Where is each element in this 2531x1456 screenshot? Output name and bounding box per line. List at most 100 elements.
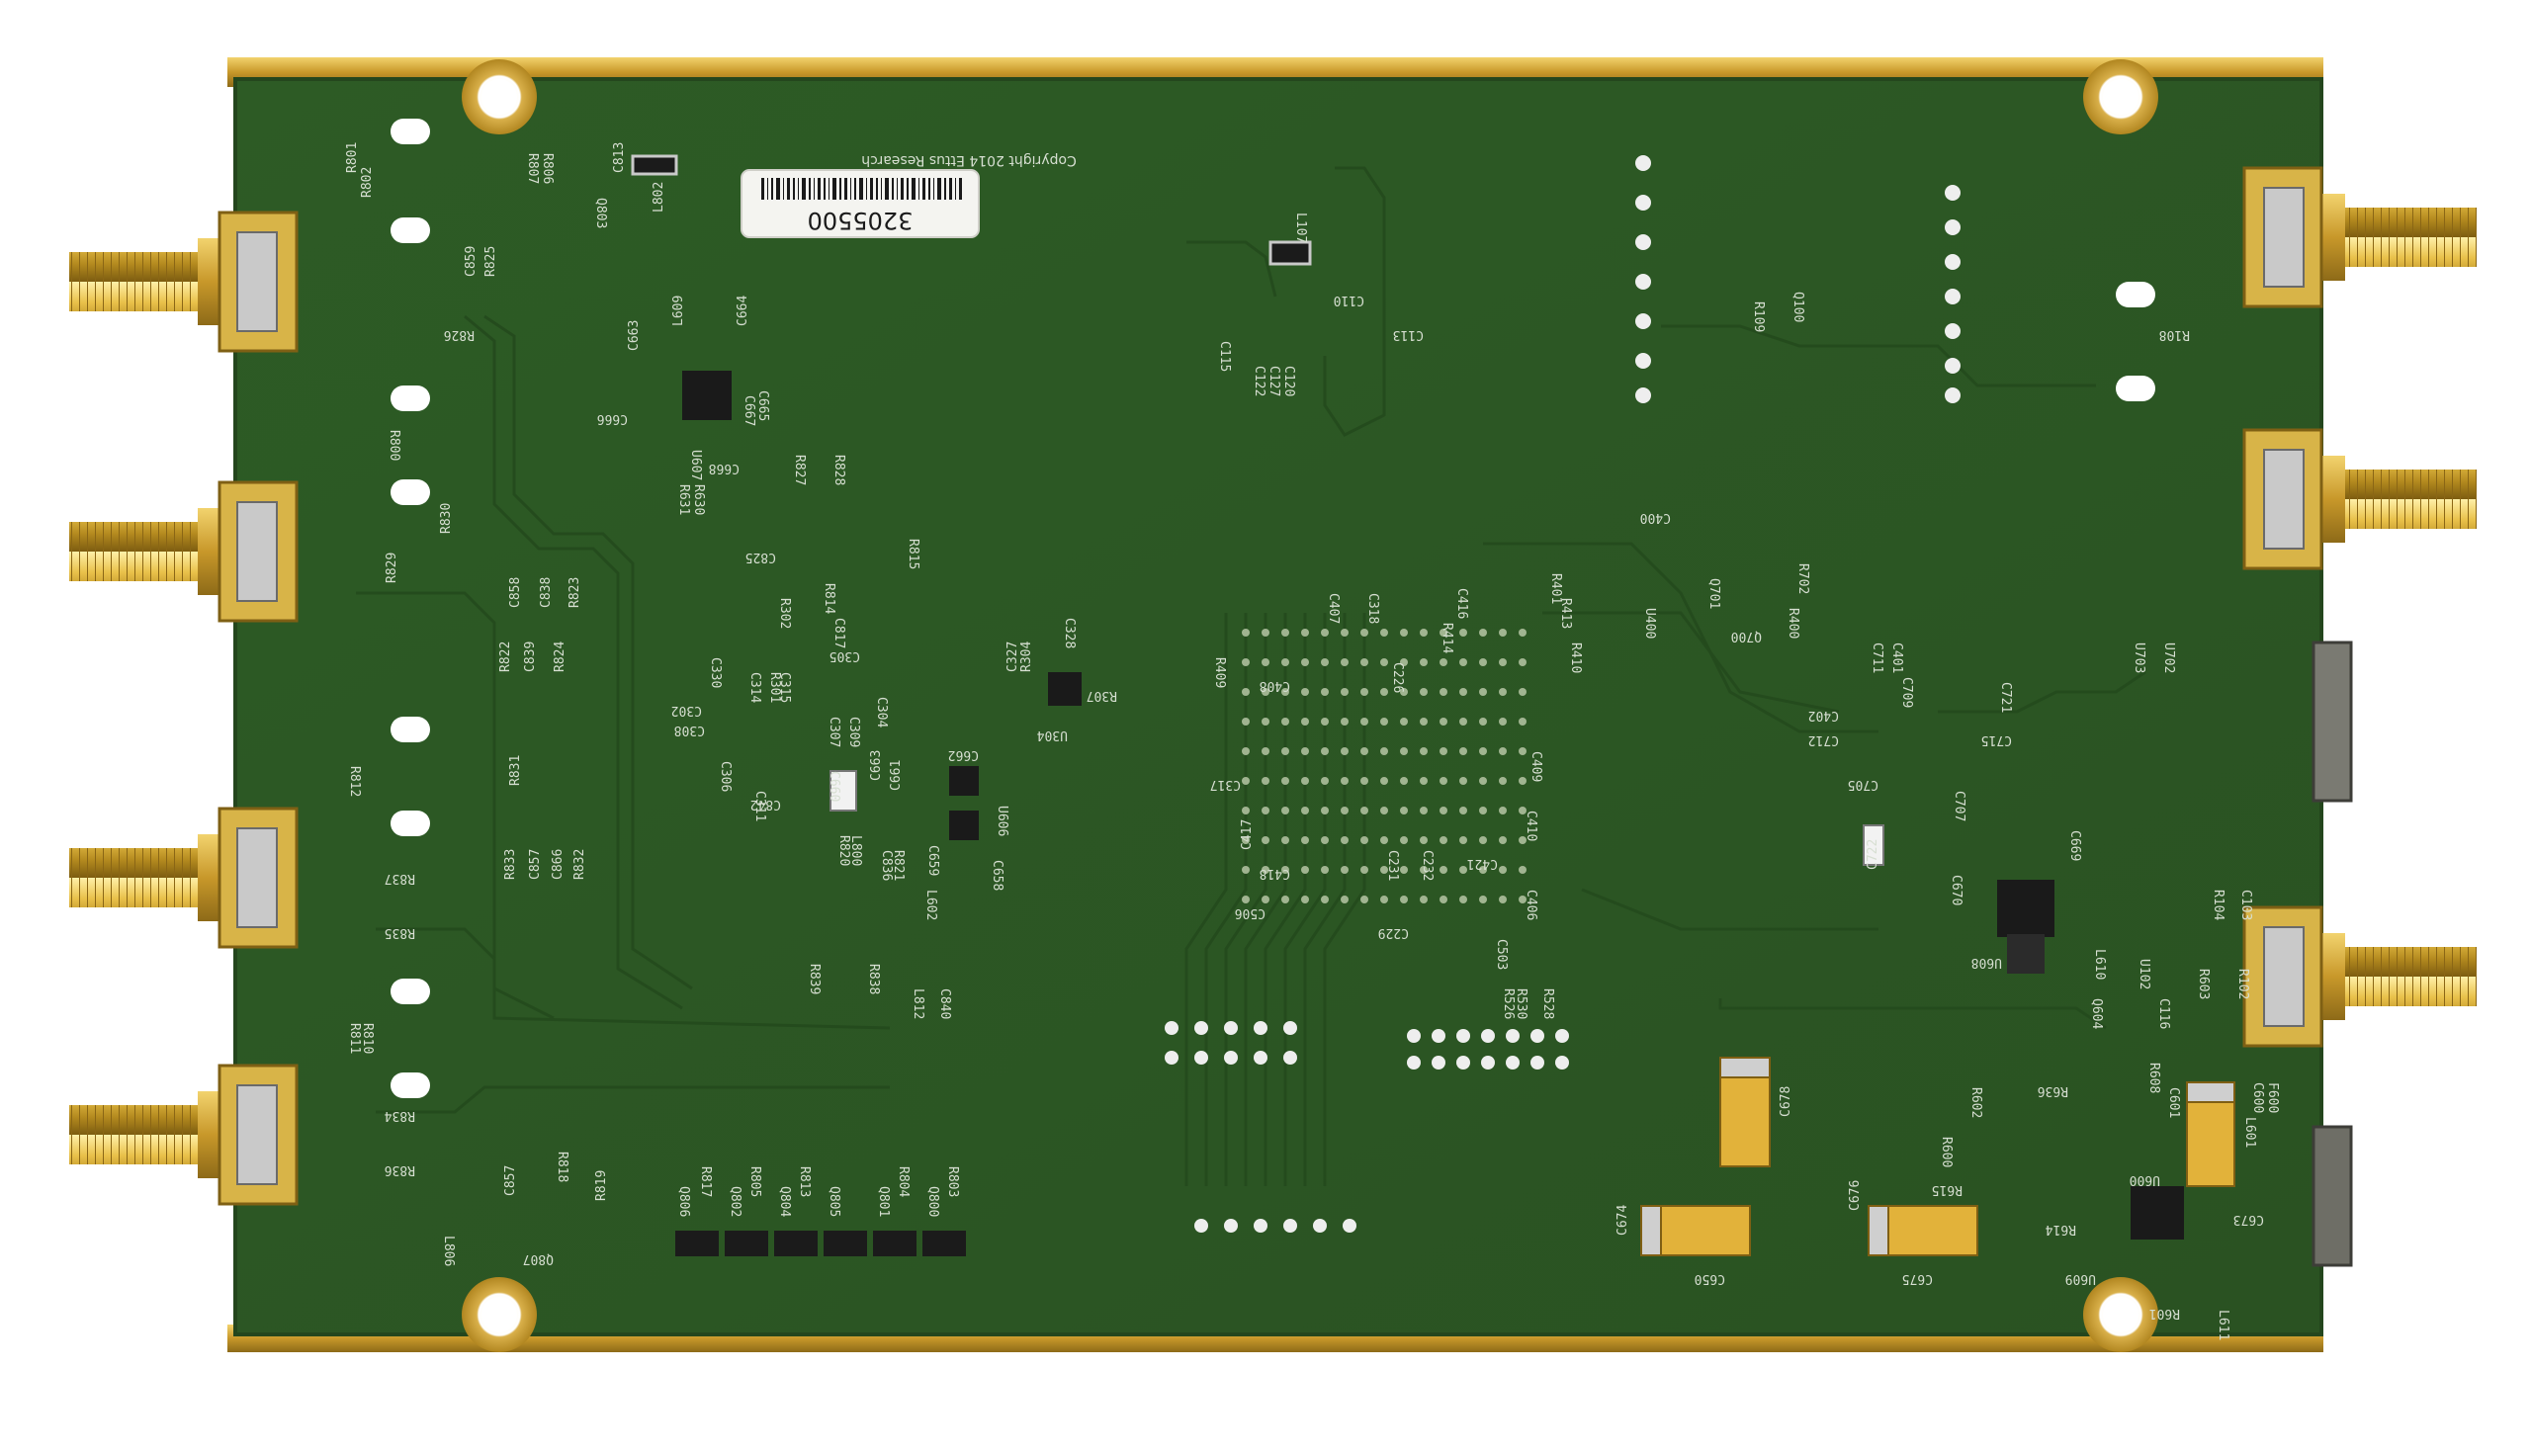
svg-text:C318: C318	[1365, 593, 1380, 624]
svg-text:C330: C330	[708, 657, 723, 688]
svg-text:C113: C113	[1393, 327, 1424, 342]
svg-text:C813: C813	[612, 142, 627, 173]
svg-text:C665: C665	[755, 390, 770, 421]
svg-text:Q701: Q701	[1706, 578, 1721, 609]
silkscreen-text: R801 R802 R806 R807 C813 L802 Q803 C859 …	[345, 142, 2280, 1341]
svg-text:R102: R102	[2235, 969, 2250, 999]
svg-text:C408: C408	[1260, 678, 1290, 693]
pcb-traces	[356, 166, 2146, 1186]
svg-text:C226: C226	[1390, 662, 1405, 693]
sma-connectors-right	[2242, 166, 2477, 1048]
svg-text:C421: C421	[1467, 856, 1498, 871]
svg-text:C817: C817	[831, 618, 846, 648]
svg-text:U400: U400	[1642, 608, 1657, 639]
svg-text:C866: C866	[551, 849, 566, 880]
svg-text:C670: C670	[1949, 875, 1964, 905]
svg-text:C400: C400	[1640, 510, 1671, 525]
svg-text:R409: R409	[1212, 657, 1227, 688]
svg-text:U600: U600	[2130, 1172, 2160, 1187]
svg-text:C721: C721	[1998, 682, 2013, 713]
svg-text:L812: L812	[911, 988, 925, 1019]
svg-text:R819: R819	[594, 1170, 609, 1201]
svg-text:C661: C661	[889, 760, 904, 791]
svg-text:C307: C307	[827, 717, 841, 747]
svg-text:L611: L611	[2216, 1310, 2230, 1340]
svg-text:C669: C669	[2067, 830, 2082, 861]
svg-text:C305: C305	[829, 648, 860, 663]
svg-text:R815: R815	[906, 539, 920, 569]
svg-text:C825: C825	[745, 550, 776, 564]
svg-text:R831: R831	[508, 755, 523, 786]
svg-text:C838: C838	[539, 577, 554, 608]
svg-text:C314: C314	[747, 672, 762, 703]
svg-text:R810: R810	[360, 1023, 375, 1054]
svg-text:L806: L806	[441, 1236, 456, 1266]
svg-text:R630: R630	[691, 484, 706, 515]
svg-text:C306: C306	[718, 761, 733, 792]
svg-text:R304: R304	[1019, 642, 1034, 672]
serial-number: 3205500	[808, 207, 914, 234]
svg-text:R833: R833	[503, 849, 518, 880]
svg-text:C600: C600	[2250, 1082, 2265, 1113]
tantalum-capacitors	[1640, 1057, 2235, 1256]
svg-text:Q807: Q807	[523, 1251, 554, 1266]
copyright-silk: Copyright 2014 Ettus Research	[861, 152, 1077, 168]
svg-text:R614: R614	[2046, 1222, 2076, 1237]
svg-text:R413: R413	[1558, 598, 1573, 629]
svg-text:U609: U609	[2065, 1271, 2096, 1286]
svg-text:C231: C231	[1385, 850, 1400, 881]
svg-text:C662: C662	[948, 747, 979, 762]
svg-text:C407: C407	[1326, 593, 1341, 624]
svg-text:R837: R837	[385, 871, 415, 886]
svg-text:R104: R104	[2211, 890, 2226, 920]
svg-text:C839: C839	[523, 642, 538, 672]
svg-text:C709: C709	[1899, 677, 1914, 708]
svg-text:Q804: Q804	[777, 1186, 792, 1217]
test-pads	[1165, 155, 1961, 1233]
mounting-holes	[462, 59, 2158, 1352]
svg-text:R834: R834	[385, 1108, 415, 1123]
svg-text:R814: R814	[822, 583, 836, 614]
svg-text:R823: R823	[567, 577, 582, 608]
svg-text:L610: L610	[2092, 949, 2107, 980]
svg-text:C650: C650	[1695, 1271, 1725, 1286]
svg-text:Q100: Q100	[1790, 292, 1805, 322]
svg-text:R608: R608	[2146, 1063, 2161, 1093]
svg-text:Q806: Q806	[676, 1186, 691, 1217]
svg-text:U606: U606	[995, 806, 1009, 836]
svg-text:R836: R836	[385, 1162, 415, 1177]
svg-text:C416: C416	[1454, 588, 1469, 619]
svg-text:C668: C668	[709, 461, 740, 475]
svg-text:C127: C127	[1266, 366, 1281, 396]
svg-text:R414: R414	[1440, 623, 1454, 653]
svg-text:L800: L800	[848, 835, 863, 866]
pcb-surface	[235, 79, 2321, 1334]
svg-text:R307: R307	[1087, 688, 1117, 703]
svg-text:Q803: Q803	[593, 198, 608, 228]
svg-text:C308: C308	[674, 723, 705, 737]
svg-text:Q802: Q802	[728, 1186, 742, 1217]
slot-holes	[391, 119, 2155, 1098]
svg-text:Q800: Q800	[925, 1186, 940, 1217]
svg-text:Q801: Q801	[876, 1186, 891, 1217]
svg-text:C401: C401	[1889, 642, 1904, 673]
svg-text:L602: L602	[923, 890, 938, 920]
svg-text:C116: C116	[2156, 998, 2171, 1029]
svg-text:R807: R807	[525, 153, 540, 184]
via-field	[1242, 629, 1527, 903]
svg-text:C842: C842	[750, 797, 781, 812]
svg-text:C103: C103	[2238, 890, 2253, 920]
svg-text:C406: C406	[1524, 890, 1538, 920]
svg-text:R636: R636	[2038, 1083, 2068, 1098]
svg-text:R812: R812	[347, 766, 362, 797]
svg-text:R813: R813	[797, 1166, 812, 1197]
svg-text:U102: U102	[2137, 959, 2151, 989]
svg-text:C857: C857	[528, 849, 543, 880]
svg-text:R526: R526	[1501, 988, 1516, 1019]
svg-text:R824: R824	[553, 642, 567, 672]
svg-text:C664: C664	[736, 296, 750, 326]
svg-text:R803: R803	[945, 1166, 960, 1197]
svg-text:C658: C658	[990, 860, 1004, 891]
svg-text:C659: C659	[925, 845, 940, 876]
svg-text:C858: C858	[508, 577, 523, 608]
